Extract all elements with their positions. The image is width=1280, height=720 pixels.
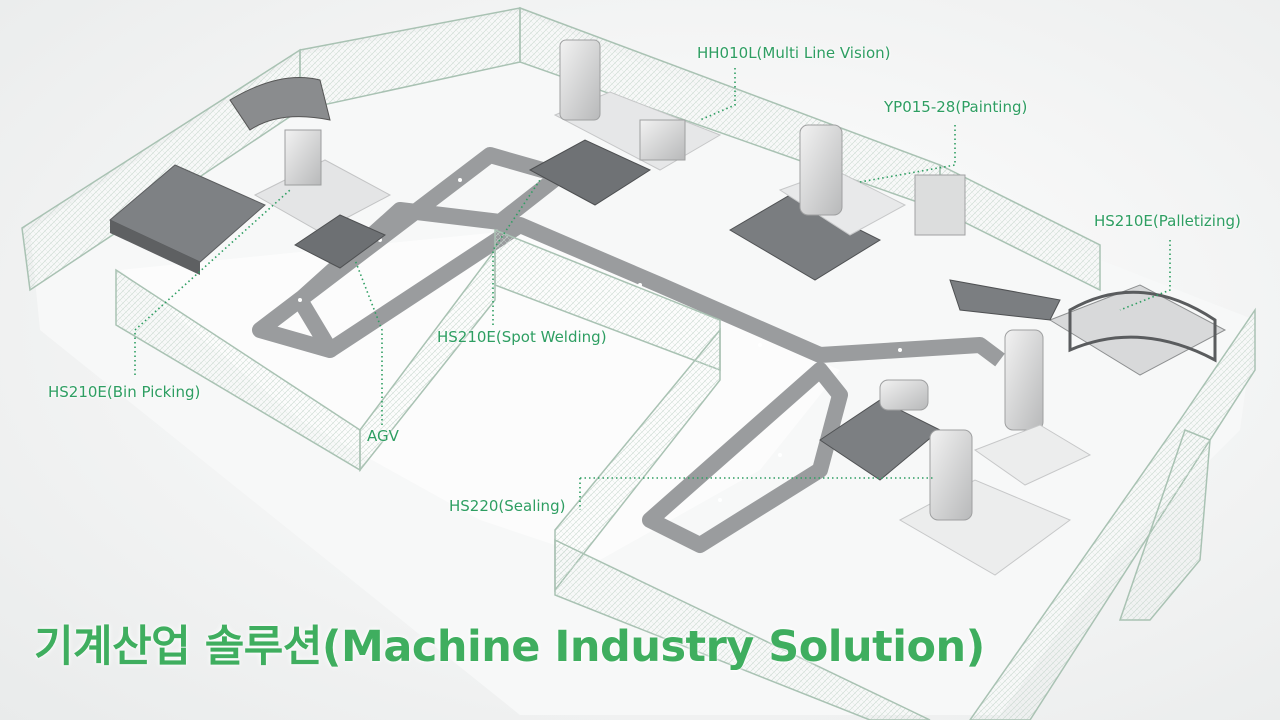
callout-palletizing: HS210E(Palletizing) <box>1094 212 1241 230</box>
palletizing-cell <box>949 279 1227 431</box>
sealing-cell <box>819 379 1092 576</box>
callout-agv: AGV <box>367 427 399 445</box>
callout-multi-line-vision: HH010L(Multi Line Vision) <box>697 44 891 62</box>
bin-picking-cell <box>109 77 392 275</box>
callout-spot-welding: HS210E(Spot Welding) <box>437 328 607 346</box>
agv-track <box>252 147 1005 553</box>
callout-sealing: HS220(Sealing) <box>449 497 566 515</box>
painting-cell <box>729 124 966 281</box>
page-title: 기계산업 솔루션(Machine Industry Solution) <box>34 622 985 672</box>
callout-leaders <box>134 68 1171 510</box>
callout-painting: YP015-28(Painting) <box>884 98 1028 116</box>
spot-welding-cell <box>528 39 722 206</box>
callout-bin-picking: HS210E(Bin Picking) <box>48 383 201 401</box>
track-markers <box>298 178 902 502</box>
